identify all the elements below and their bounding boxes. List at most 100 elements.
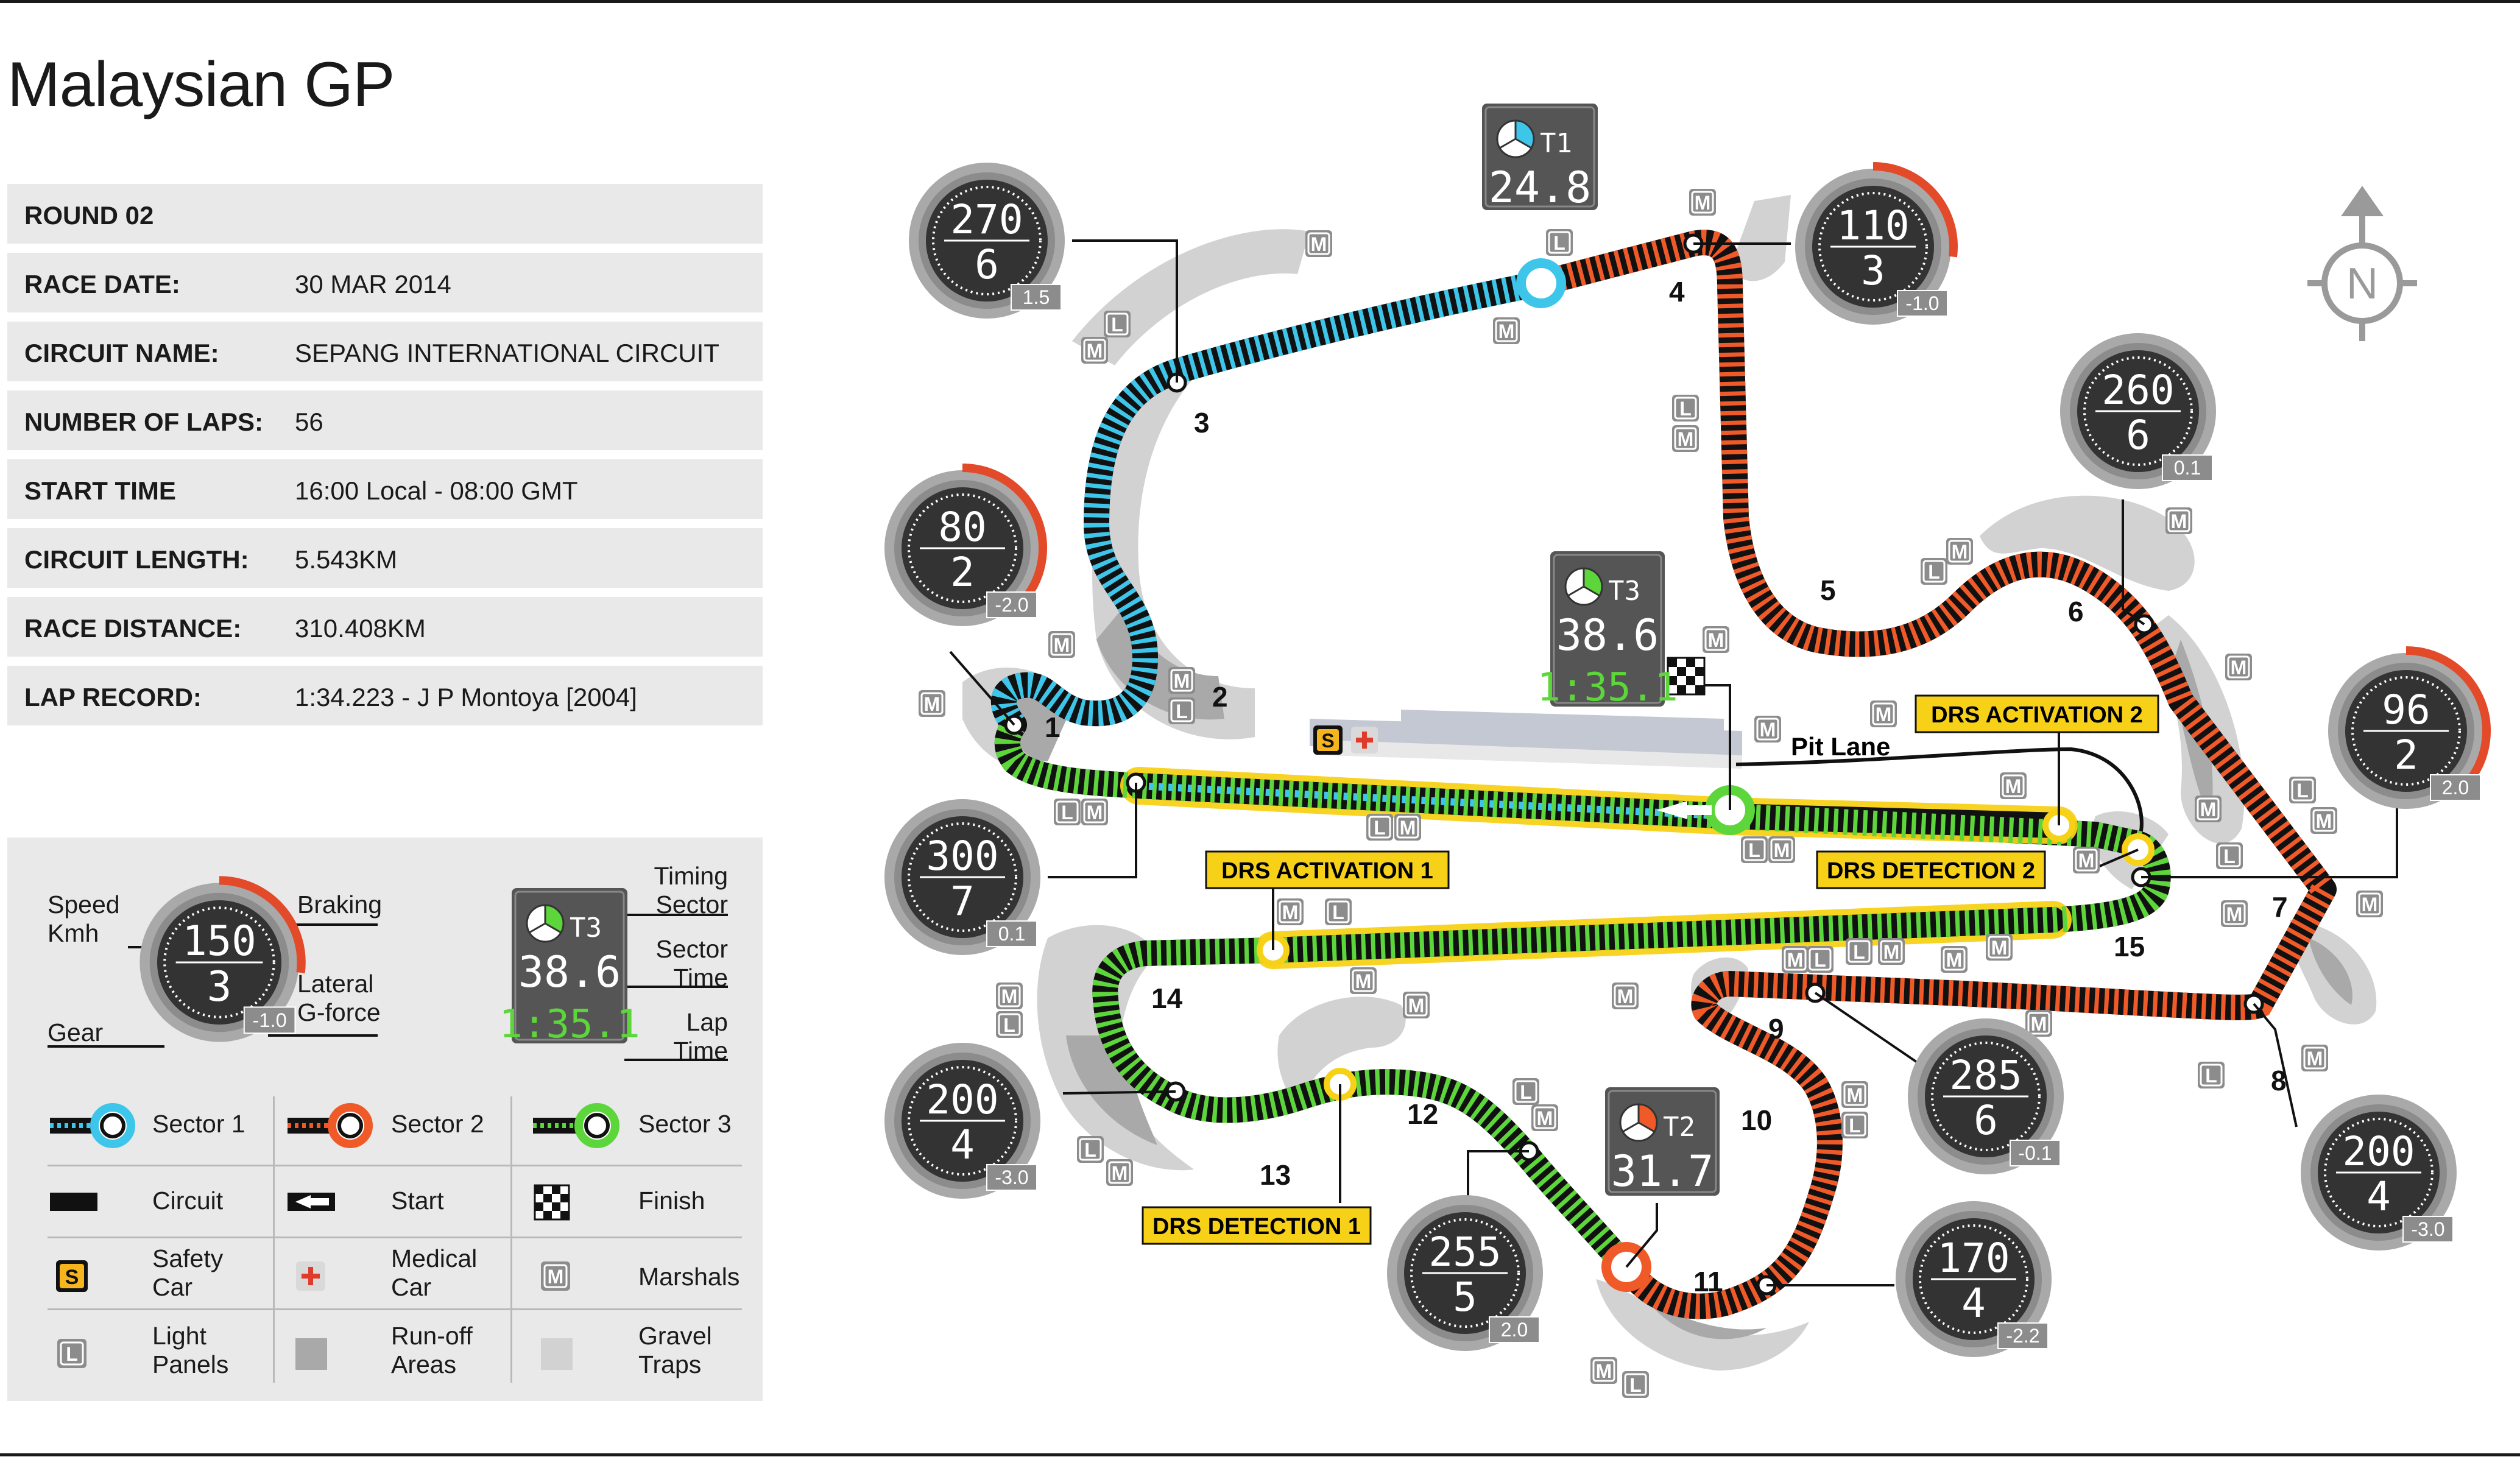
gauge-speed: 285 xyxy=(1949,1052,2022,1099)
pit-lane-label: Pit Lane xyxy=(1791,732,1890,761)
corner-number: 12 xyxy=(1407,1098,1438,1130)
speed-gauge: 962 2.0 xyxy=(2328,646,2491,809)
legend-marshal-glyph: M xyxy=(548,1266,564,1288)
info-row-lap-record: LAP RECORD:1:34.223 - J P Montoya [2004] xyxy=(7,666,763,725)
gauge-lateral-g: 2.0 xyxy=(1501,1319,1528,1341)
corner-number: 2 xyxy=(1212,681,1228,713)
gauge-lateral-g: -2.0 xyxy=(995,594,1028,616)
corner-number: 14 xyxy=(1151,983,1183,1014)
corner-number: 10 xyxy=(1741,1104,1772,1136)
drs-label: DRS DETECTION 1 xyxy=(1152,1214,1361,1240)
leader-lines xyxy=(949,239,2398,1286)
gauge-gear: 7 xyxy=(950,878,975,925)
timing-sector-time: 31.7 xyxy=(1611,1146,1714,1196)
info-value: 16:00 Local - 08:00 GMT xyxy=(295,476,578,505)
speed-gauges: 27061.51103-1.026060.1802-2.09622.030070… xyxy=(884,162,2491,1357)
gauge-lateral-g: 1.5 xyxy=(1023,286,1050,308)
legend-item-run-off: Run-off Areas xyxy=(391,1322,473,1378)
gauge-lateral-g: -0.1 xyxy=(2018,1142,2052,1164)
sector-1-marker xyxy=(1516,258,1566,308)
gauge-speed: 200 xyxy=(926,1076,998,1123)
start-arrow-icon xyxy=(288,1193,335,1211)
info-value: SEPANG INTERNATIONAL CIRCUIT xyxy=(295,339,719,367)
safety-car-glyph: S xyxy=(1321,730,1334,752)
pit-building xyxy=(1310,710,1742,769)
compass-north-label: N xyxy=(2346,259,2378,308)
sector-3-icon xyxy=(533,1103,619,1148)
timing-sector: T3 xyxy=(570,912,602,944)
timing-lap-time: 1:35.1 xyxy=(499,1002,640,1047)
legend-light-panel-glyph: L xyxy=(66,1343,78,1365)
info-row-round: ROUND 02 xyxy=(7,184,763,244)
timing-lap-time: 1:35.1 xyxy=(1537,665,1678,710)
info-value: 30 MAR 2014 xyxy=(295,270,451,298)
drs-label: DRS DETECTION 2 xyxy=(1827,858,2035,884)
legend-lateral-label: Lateral G-force xyxy=(297,970,381,1026)
gauge-gear: 3 xyxy=(207,963,232,1011)
gauge-lateral-g: 2.0 xyxy=(2442,777,2469,799)
gauge-lateral-g: -3.0 xyxy=(2411,1218,2444,1240)
gauge-gear: 2 xyxy=(2394,732,2418,778)
bottom-rule xyxy=(0,1453,2520,1456)
gauge-lateral-g: -2.2 xyxy=(2006,1325,2039,1347)
compass-icon: N xyxy=(2307,186,2417,341)
corner-number: 11 xyxy=(1693,1266,1723,1297)
gauge-speed: 80 xyxy=(938,504,986,551)
gauge-speed: 270 xyxy=(950,196,1023,243)
gauge-gear: 5 xyxy=(1453,1274,1477,1321)
marshal-icon: M xyxy=(541,1261,570,1291)
medical-car-icon xyxy=(296,1261,325,1291)
timing-sector-time: 38.6 xyxy=(1556,610,1659,660)
legend-item-start: Start xyxy=(391,1187,444,1215)
drs-label: DRS ACTIVATION 2 xyxy=(1931,702,2143,728)
gauge-speed: 170 xyxy=(1937,1235,2010,1282)
gauge-gear: 3 xyxy=(1861,247,1885,294)
info-value: 310.408KM xyxy=(295,614,426,643)
sector-1-icon xyxy=(50,1103,135,1148)
gauge-gear: 2 xyxy=(950,549,975,596)
circuit-icon xyxy=(50,1193,97,1211)
sector-dashes xyxy=(1004,242,2324,1307)
legend-item-gravel: Gravel Traps xyxy=(638,1322,712,1378)
chequered-flag-icon xyxy=(534,1184,570,1221)
legend-item-sector-1: Sector 1 xyxy=(152,1110,245,1138)
gauge-gear: 6 xyxy=(975,241,999,288)
info-label: CIRCUIT NAME: xyxy=(24,339,219,367)
gauge-speed: 260 xyxy=(2102,367,2174,414)
legend-divider xyxy=(48,1237,742,1238)
info-row-circuit-name: CIRCUIT NAME: SEPANG INTERNATIONAL CIRCUI… xyxy=(7,322,763,381)
gauge-gear: 4 xyxy=(950,1121,975,1168)
medical-car-icon xyxy=(1351,727,1378,753)
legend-item-finish: Finish xyxy=(638,1187,705,1215)
legend-braking-label: Braking xyxy=(297,891,383,919)
speed-gauge: 2004-3.0 xyxy=(884,1043,1040,1199)
corner-number: 13 xyxy=(1260,1159,1291,1191)
gauge-gear: 6 xyxy=(1974,1097,1998,1144)
chequered-flag-icon xyxy=(1667,657,1706,696)
info-label: RACE DISTANCE: xyxy=(24,614,242,643)
info-label: START TIME xyxy=(24,476,176,505)
legend-item-sector-3: Sector 3 xyxy=(638,1110,732,1138)
gauge-speed: 96 xyxy=(2382,686,2430,733)
corner-number: 15 xyxy=(2114,931,2145,962)
info-label: LAP RECORD: xyxy=(24,683,202,711)
gauge-gear: 4 xyxy=(1961,1280,1986,1327)
legend-item-circuit: Circuit xyxy=(152,1187,224,1215)
corner-number: 5 xyxy=(1820,574,1836,606)
pit-lane-line xyxy=(1735,747,2144,842)
speed-gauge: 2004-3.0 xyxy=(2301,1095,2457,1251)
legend-item-medical-car: Medical Car xyxy=(391,1244,478,1301)
page-title: Malaysian GP xyxy=(7,49,395,120)
run-off-area-icon xyxy=(295,1338,327,1370)
legend-speed-label: Speed Kmh xyxy=(48,891,120,947)
